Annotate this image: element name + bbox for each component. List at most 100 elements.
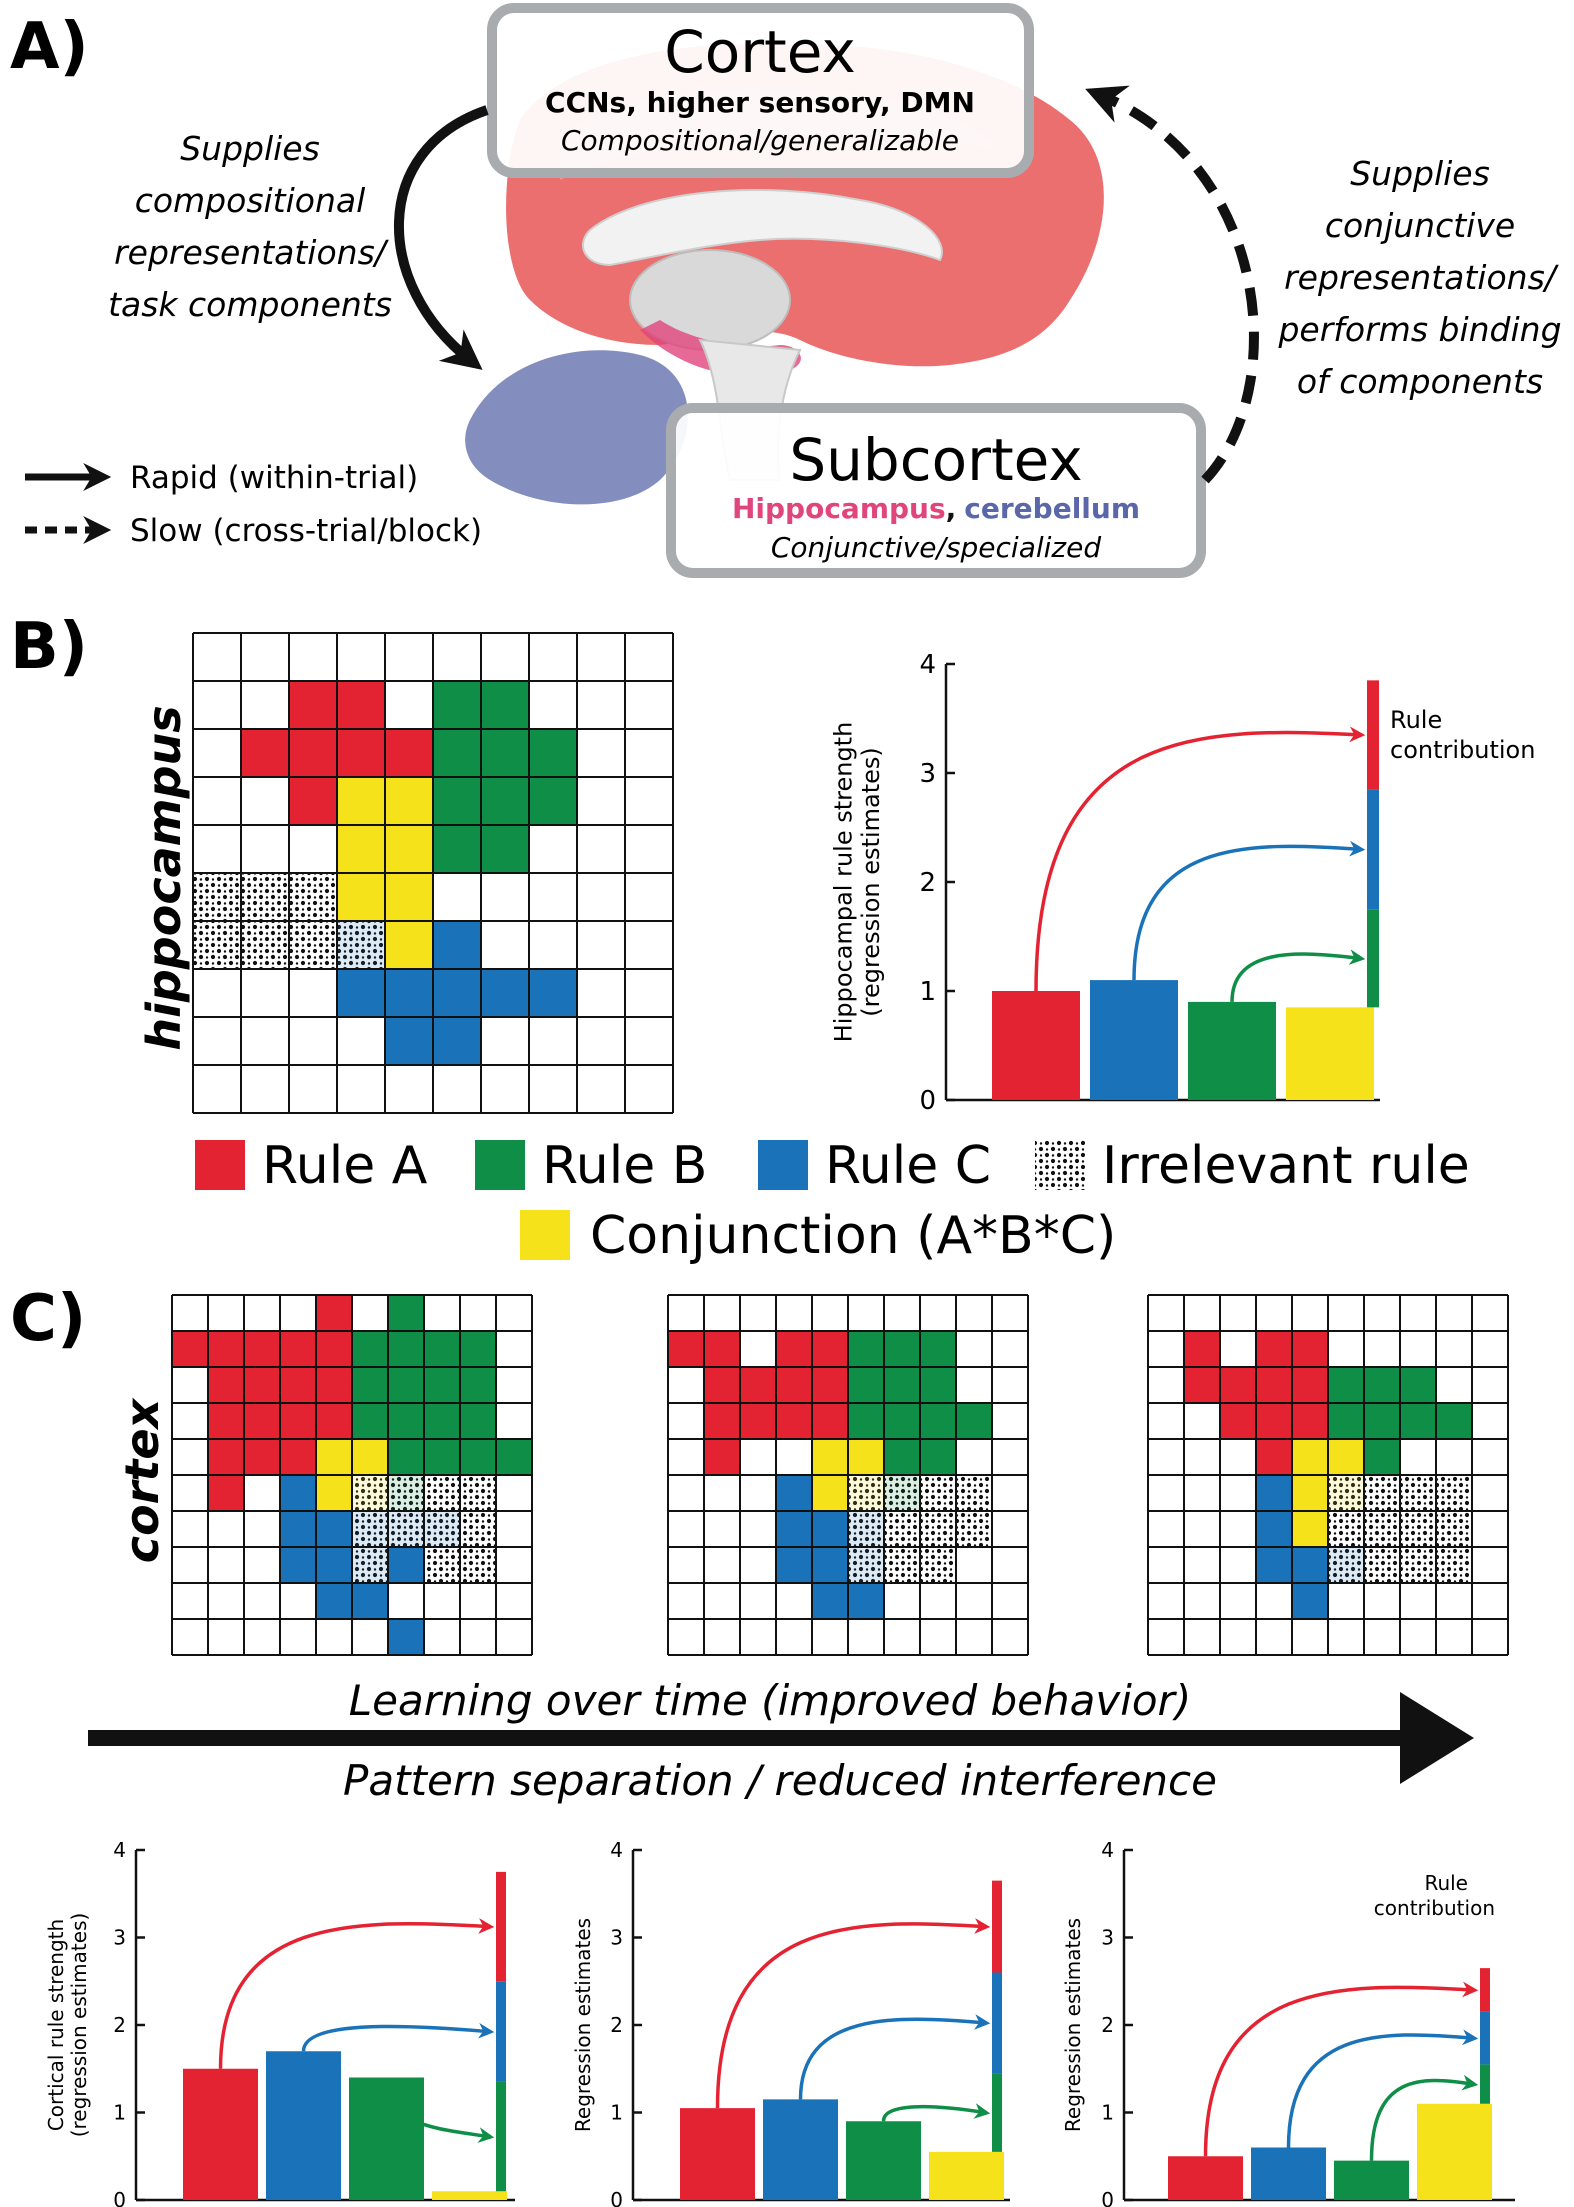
stack-rule-c — [1480, 2064, 1490, 2104]
rule-c-cell — [1292, 1583, 1328, 1619]
y-tick-label: 2 — [1101, 2013, 1114, 2037]
conjunction-bar — [1417, 2103, 1492, 2200]
arrow-blue — [798, 2014, 991, 2100]
rule-b-cell — [848, 1331, 884, 1367]
stack-rule-a — [1480, 1968, 1490, 2012]
rule-c-cell — [316, 1547, 352, 1583]
rule-c-bar — [349, 2077, 424, 2200]
rule-b-cell — [529, 729, 577, 777]
rule-a-cell — [1256, 1439, 1292, 1475]
conjunction-cell — [385, 921, 433, 969]
cortex-grid-late — [1147, 1294, 1509, 1656]
rule-c-cell — [388, 1547, 424, 1583]
arrow-blue — [301, 2022, 495, 2052]
rule-c-cell — [812, 1583, 848, 1619]
slow-legend-label: Slow (cross-trial/block) — [130, 513, 482, 549]
overlap-dots-cell — [848, 1475, 884, 1511]
rule-b-cell — [481, 825, 529, 873]
y-axis-label-line: Hippocampal rule strength — [829, 722, 857, 1043]
rule-a-cell — [208, 1439, 244, 1475]
rule-contribution-line: Rule — [1424, 1871, 1468, 1895]
arrow-green — [1230, 949, 1366, 1002]
y-tick-label: 3 — [113, 1926, 126, 1950]
rule-b-cell — [848, 1367, 884, 1403]
rule-a-cell — [208, 1331, 244, 1367]
cortex-property: Compositional/generalizable — [561, 124, 959, 157]
y-axis-label-line: (regression estimates) — [857, 747, 885, 1016]
rule-b-cell — [352, 1403, 388, 1439]
conjunction-cell — [1328, 1439, 1364, 1475]
rule-a-cell — [812, 1331, 848, 1367]
irrelevant-cell — [920, 1547, 956, 1583]
rule-b-cell — [884, 1331, 920, 1367]
rule-a-cell — [1292, 1331, 1328, 1367]
rule-a-cell — [668, 1331, 704, 1367]
irrelevant-cell — [1364, 1547, 1400, 1583]
arrow-red — [1034, 726, 1366, 992]
subcortex-box — [666, 403, 1206, 578]
panel-a-letter: A) — [10, 10, 89, 84]
left-annotation: Supplies compositional representations/ … — [108, 129, 392, 324]
y-axis-label: Regression estimates — [1061, 1918, 1085, 2132]
irrelevant-cell — [241, 873, 289, 921]
conjunction-cell — [337, 873, 385, 921]
stack-rule-c — [1367, 909, 1379, 1008]
rule-c-cell — [337, 969, 385, 1017]
rule-c-cell — [481, 969, 529, 1017]
y-tick-label: 4 — [1101, 1838, 1114, 1862]
conjunction-cell — [316, 1475, 352, 1511]
rule-a-cell — [241, 729, 289, 777]
rule-b-cell — [388, 1367, 424, 1403]
irrelevant-cell — [1400, 1511, 1436, 1547]
y-tick-label: 3 — [1101, 1926, 1114, 1950]
irrelevant-cell — [956, 1475, 992, 1511]
irrelevant-cell — [1328, 1511, 1364, 1547]
irrelevant-cell — [956, 1511, 992, 1547]
rule-a-cell — [244, 1403, 280, 1439]
cerebellum-label: cerebellum — [964, 492, 1140, 525]
irrelevant-cell — [884, 1547, 920, 1583]
rule-b-cell — [424, 1403, 460, 1439]
stack-rule-b — [496, 1981, 506, 2082]
rule-c-cell — [848, 1583, 884, 1619]
rule-b-cell — [496, 1439, 532, 1475]
overlap-dots-cell — [1328, 1475, 1364, 1511]
rule-a-bar — [1168, 2156, 1243, 2200]
overlap-dots-cell — [352, 1511, 388, 1547]
rapid-arrow — [394, 105, 489, 370]
rule-a-cell — [289, 777, 337, 825]
rule-a-cell — [280, 1331, 316, 1367]
irrelevant-cell — [193, 921, 241, 969]
right-annotation: Supplies conjunctive representations/ pe… — [1277, 154, 1561, 401]
irrelevant-cell — [424, 1475, 460, 1511]
stack-rule-a — [1367, 680, 1379, 790]
rule-c-cell — [776, 1547, 812, 1583]
conjunction-cell — [385, 873, 433, 921]
rule-c-cell — [385, 1017, 433, 1065]
rule-c-bar — [846, 2121, 921, 2200]
rule-b-cell — [433, 825, 481, 873]
rule-c-bar — [1188, 1001, 1276, 1100]
rule-b-cell — [1364, 1403, 1400, 1439]
cortex-title: Cortex — [664, 18, 856, 86]
panel-b-letter: B) — [10, 610, 88, 684]
conjunction-label: Conjunction (A*B*C) — [590, 1206, 1116, 1266]
rule-b-cell — [460, 1403, 496, 1439]
y-tick-label: 3 — [919, 759, 936, 789]
rule-a-cell — [1292, 1403, 1328, 1439]
y-tick-label: 4 — [610, 1838, 623, 1862]
rule-c-cell — [1292, 1547, 1328, 1583]
conjunction-bar — [432, 2191, 507, 2200]
y-tick-label: 2 — [610, 2013, 623, 2037]
rule-legend: Rule A Rule B Rule C Irrelevant rule Con… — [195, 1136, 1470, 1266]
rule-c-cell — [388, 1619, 424, 1655]
conjunction-cell — [812, 1475, 848, 1511]
rule-a-cell — [337, 729, 385, 777]
left-annotation-line: Supplies — [180, 129, 320, 168]
rule-a-bar — [680, 2108, 755, 2200]
rule-c-cell — [812, 1511, 848, 1547]
irrelevant-label: Irrelevant rule — [1102, 1136, 1470, 1196]
rule-b-cell — [424, 1331, 460, 1367]
rule-b-cell — [460, 1331, 496, 1367]
